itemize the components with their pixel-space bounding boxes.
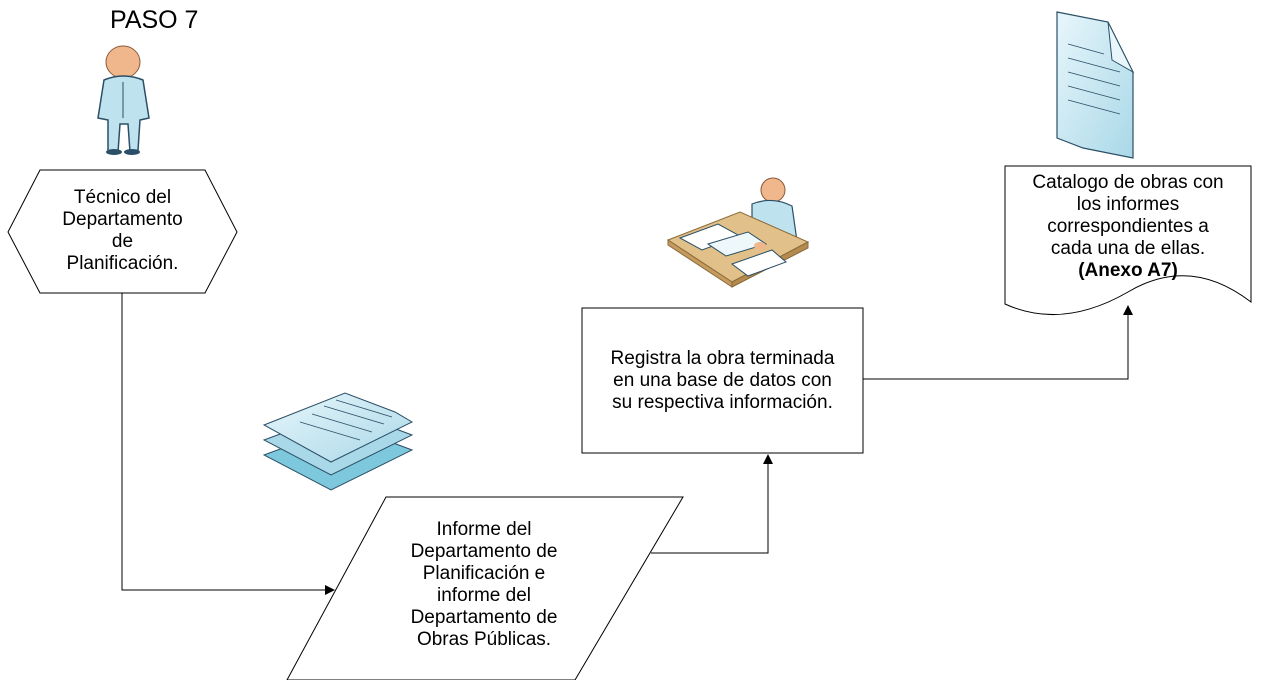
- connector-process-to-output: [863, 305, 1133, 380]
- step-title: PASO 7: [110, 6, 199, 34]
- input-parallelogram: [286, 496, 684, 680]
- connector-actor-to-input: [121, 293, 335, 595]
- output-document-label: Catalogo de obras con los informes corre…: [1005, 172, 1251, 282]
- person-at-desk-icon: [666, 177, 810, 288]
- documents-stack-icon: [262, 392, 414, 491]
- annex-reference: (Anexo A7): [1078, 260, 1178, 281]
- person-icon: [97, 45, 150, 155]
- output-document-shape: [1004, 165, 1252, 316]
- actor-hexagon: [7, 169, 238, 294]
- process-box: [581, 307, 864, 454]
- actor-label: Técnico del Departamento de Planificació…: [62, 187, 183, 274]
- connector-input-to-process: [651, 454, 773, 554]
- document-icon: [1056, 11, 1135, 159]
- process-label: Registra la obra terminada en una base d…: [610, 348, 835, 413]
- input-document-label: Informe del Departamento de Planificació…: [410, 519, 558, 650]
